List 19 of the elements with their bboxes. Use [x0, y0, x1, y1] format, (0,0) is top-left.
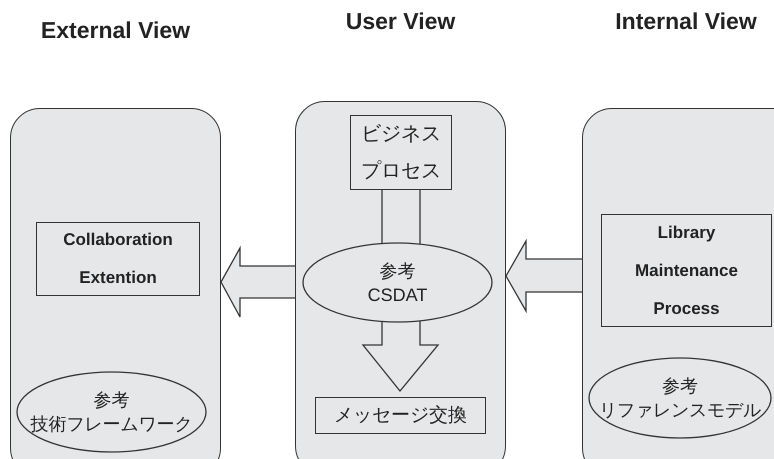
ellipse-text: 参考: [94, 389, 130, 412]
ellipse-text: リファレンスモデル: [599, 399, 761, 422]
block-arrow: [505, 238, 583, 314]
block-arrow: [220, 246, 296, 318]
process-box: ビジネスプロセス: [350, 115, 452, 190]
reference-ellipse: [302, 242, 493, 323]
ellipse-text: 技術フレームワーク: [30, 413, 192, 436]
reference-ellipse: [588, 357, 772, 439]
view-heading: External View: [40, 16, 192, 45]
block-arrow: [362, 189, 440, 392]
view-heading: Internal View: [614, 7, 758, 36]
process-box: Collaboration Extention: [36, 222, 200, 296]
ellipse-text: 参考: [662, 375, 698, 398]
ellipse-text: 参考: [380, 260, 416, 282]
process-box: Library Maintenance Process: [601, 214, 772, 327]
reference-ellipse: [16, 371, 207, 453]
view-heading: User View: [344, 7, 456, 36]
ellipse-text: CSDAT: [368, 284, 428, 306]
process-box: メッセージ交換: [315, 397, 486, 434]
